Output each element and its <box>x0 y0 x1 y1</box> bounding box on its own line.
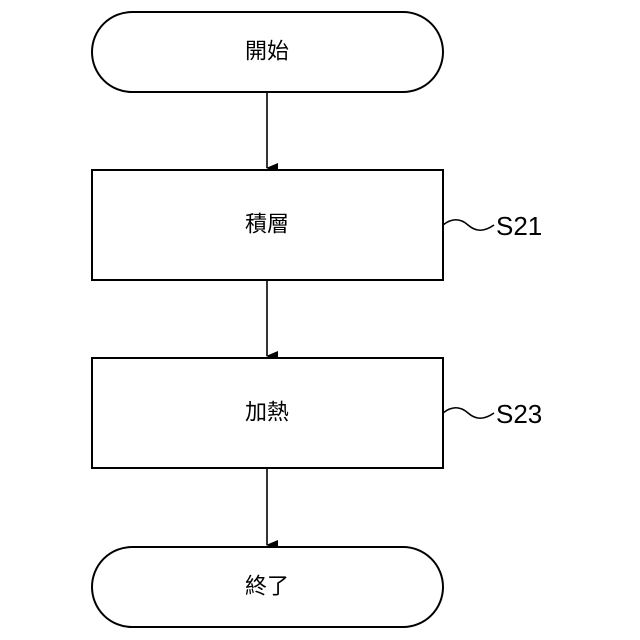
start-label: 開始 <box>245 40 289 65</box>
process-step-1: 積層 S21 <box>92 170 542 280</box>
process-step-2: 加熱 S23 <box>92 358 542 468</box>
step-1-id-label: S21 <box>496 211 542 241</box>
end-label: 終了 <box>245 575 289 600</box>
step-2-id-label: S23 <box>496 399 542 429</box>
process-step-1-label: 積層 <box>245 213 289 238</box>
step-1-leader-line <box>443 220 494 231</box>
end-node: 終了 <box>92 547 443 627</box>
start-node: 開始 <box>92 12 443 92</box>
step-2-leader-line <box>443 408 494 419</box>
process-step-2-label: 加熱 <box>245 401 289 426</box>
